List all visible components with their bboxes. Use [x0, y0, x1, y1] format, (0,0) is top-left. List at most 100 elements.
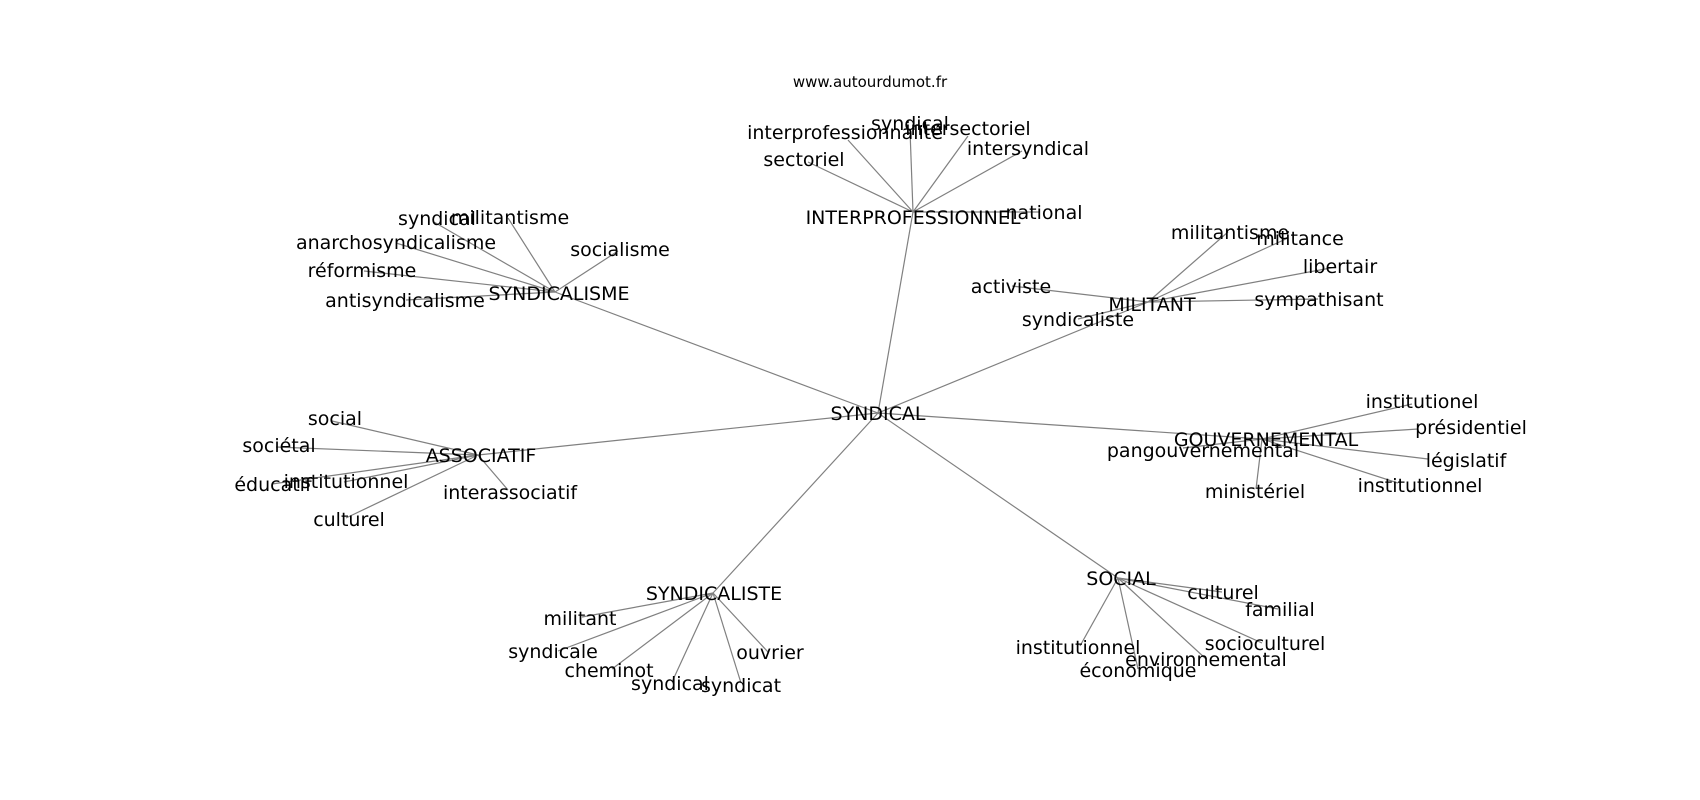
node-leaf: syndical [871, 113, 949, 135]
edge-center-interprofessionnel [877, 211, 914, 414]
edge-leaf [1077, 301, 1149, 320]
edge-leaf [433, 221, 556, 293]
edge-leaf [554, 250, 619, 293]
node-leaf: intersectoriel [905, 118, 1030, 140]
edge-leaf [343, 454, 479, 483]
edge-leaf [1117, 577, 1139, 670]
node-leaf: sympathisant [1254, 289, 1383, 311]
node-leaf: cheminot [564, 660, 653, 682]
node-leaf: institutionel [1366, 391, 1479, 413]
node-leaf: militantisme [451, 207, 569, 229]
edge-leaf [271, 454, 479, 485]
edge-leaf [1147, 237, 1289, 303]
edge-center-syndicalisme [554, 291, 879, 414]
edge-leaf [671, 592, 714, 683]
node-leaf: environnemental [1125, 649, 1287, 671]
edge-center-syndicaliste [712, 412, 879, 594]
node-leaf: intersyndical [967, 138, 1089, 160]
edge-leaf [1261, 403, 1413, 440]
node-leaf: éducatif [234, 474, 313, 496]
edge-leaf [909, 129, 914, 213]
node-leaf: syndical [398, 208, 476, 230]
node-leaf: syndical [631, 673, 709, 695]
edge-leaf [712, 592, 769, 653]
edge-leaf [1147, 266, 1337, 303]
edge-leaf [395, 242, 556, 293]
edge-leaf [405, 291, 556, 301]
node-leaf: pangouvernemental [1107, 440, 1299, 462]
node-hub: ASSOCIATIF [426, 445, 537, 467]
node-leaf: syndicat [701, 675, 781, 697]
edge-leaf [507, 217, 556, 293]
node-leaf: anarchosyndicalisme [296, 232, 496, 254]
edge-leaf [1117, 577, 1223, 593]
node-leaf: sectoriel [763, 149, 844, 171]
node-leaf: socioculturel [1205, 633, 1326, 655]
node-leaf: ouvrier [736, 642, 804, 664]
node-leaf: présidentiel [1415, 417, 1527, 439]
edge-leaf [712, 592, 742, 684]
node-center: SYNDICAL [831, 403, 926, 425]
edge-leaf [1261, 428, 1419, 440]
edge-leaf [1182, 438, 1263, 449]
node-leaf: syndicaliste [1022, 309, 1134, 331]
edge-leaf [331, 420, 479, 456]
edge-center-social [877, 412, 1119, 579]
node-leaf: libertair [1303, 256, 1377, 278]
edge-leaf [581, 592, 714, 618]
node-leaf: militance [1256, 228, 1344, 250]
node-leaf: militant [544, 608, 617, 630]
edge-leaf [1255, 438, 1263, 490]
edge-leaf [275, 446, 479, 456]
edges [271, 129, 1429, 684]
edge-leaf [363, 270, 556, 293]
node-leaf: familial [1245, 599, 1315, 621]
node-leaf: réformisme [308, 260, 417, 282]
node-leaf: militantisme [1171, 222, 1289, 244]
edge-leaf [1117, 577, 1263, 644]
edge-leaf [1261, 438, 1399, 484]
node-leaf: activiste [971, 276, 1051, 298]
node-leaf: antisyndicalisme [325, 290, 485, 312]
edge-center-gouvernemental [877, 412, 1263, 440]
node-leaf: sociétal [242, 435, 315, 457]
node-leaf: institutionnel [1016, 637, 1141, 659]
node-leaf: socialisme [570, 239, 670, 261]
edge-leaf [477, 454, 509, 491]
node-hub: SYNDICALISME [488, 283, 629, 305]
node-hub: GOUVERNEMENTAL [1174, 429, 1359, 451]
node-leaf: ministériel [1205, 481, 1305, 503]
edge-leaf [912, 150, 1023, 213]
edge-leaf [1117, 577, 1207, 660]
node-hub: INTERPROFESSIONNEL [806, 207, 1021, 229]
edge-leaf [345, 454, 479, 519]
node-leaf: culturel [313, 509, 385, 531]
edge-leaf [1261, 438, 1429, 460]
node-hub: SYNDICALISTE [646, 583, 782, 605]
edge-leaf [1117, 577, 1279, 610]
node-leaf: économique [1079, 660, 1196, 682]
edge-leaf [1079, 577, 1119, 647]
node-leaf: institutionnel [284, 471, 409, 493]
edge-leaf [912, 135, 969, 213]
edge-center-militant [877, 301, 1149, 414]
node-leaf: interassociatif [443, 482, 578, 504]
node-leaf: national [1005, 202, 1082, 224]
node-leaf: syndicale [508, 641, 598, 663]
edge-leaf [847, 139, 914, 213]
node-labels: SYNDICAL INTERPROFESSIONNEL interprofess… [234, 113, 1527, 697]
source-label: www.autourdumot.fr [793, 73, 948, 91]
node-leaf: interprofessionnalité [747, 122, 943, 144]
node-leaf: institutionnel [1358, 475, 1483, 497]
edge-leaf [611, 592, 714, 670]
edge-center-associatif [477, 412, 879, 456]
node-leaf: social [308, 408, 362, 430]
edge-leaf [557, 592, 714, 652]
edge-leaf [1147, 298, 1319, 303]
node-leaf: culturel [1187, 582, 1259, 604]
edge-leaf [1011, 285, 1149, 303]
node-leaf: législatif [1426, 450, 1508, 472]
edge-leaf [1147, 231, 1229, 303]
node-hub: MILITANT [1108, 294, 1196, 316]
